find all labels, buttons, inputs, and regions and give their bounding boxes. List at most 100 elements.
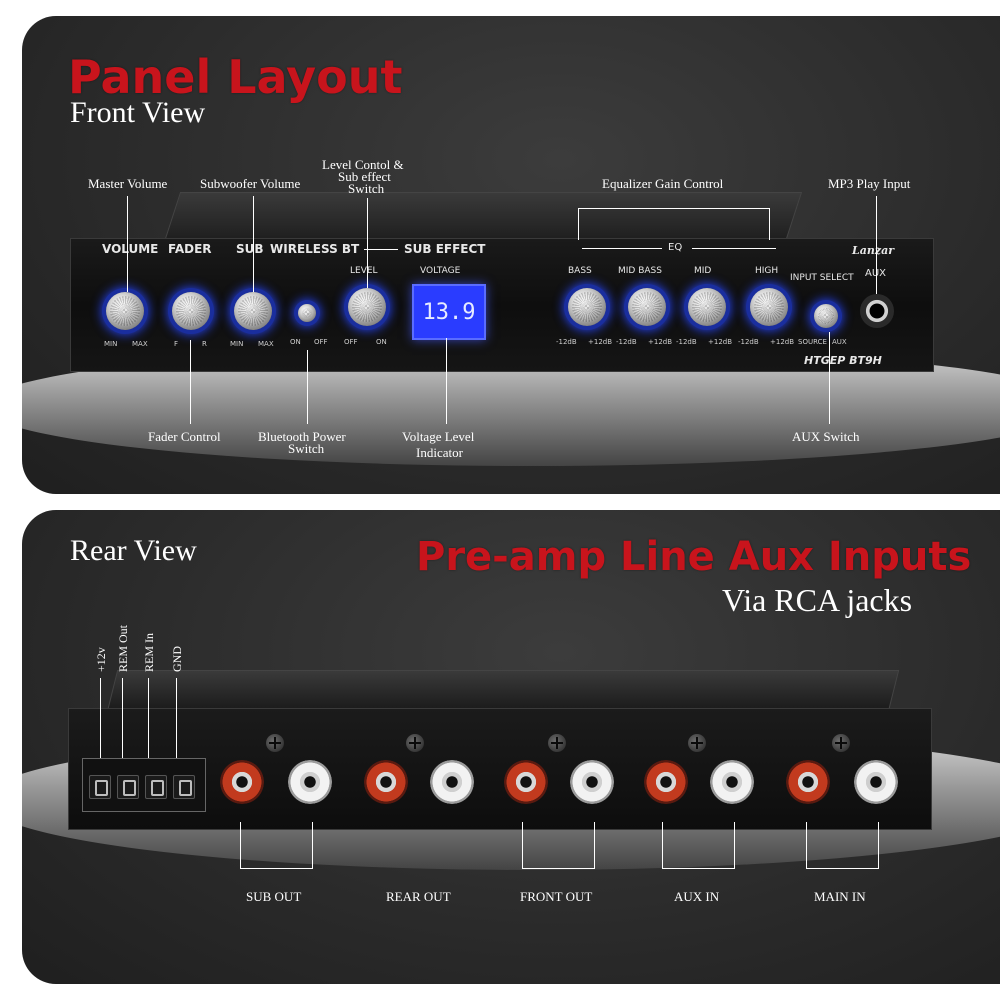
screw-2 (406, 734, 424, 752)
terminal-label-rem-out: REM Out (116, 624, 130, 672)
eq-rule-left (582, 248, 662, 249)
sub-effect-rule (364, 249, 398, 250)
fader-knob[interactable] (172, 292, 210, 330)
tiny-bass-plus: +12dB (588, 338, 613, 346)
panel-label-level: LEVEL (350, 266, 378, 276)
tiny-off-2: OFF (344, 338, 358, 346)
level-knob[interactable] (348, 288, 386, 326)
tiny-min-2: MIN (230, 340, 244, 348)
sub-out-left-jack[interactable] (220, 760, 264, 804)
bracket-sub-out-right (312, 822, 313, 868)
tiny-off-1: OFF (314, 338, 328, 346)
model-name: HTGEP BT9H (804, 354, 882, 367)
bracket-main-in-bottom (806, 868, 879, 869)
panel-label-sub-effect: SUB EFFECT (404, 242, 486, 256)
mid-bass-knob[interactable] (628, 288, 666, 326)
tiny-high-minus: -12dB (738, 338, 759, 346)
tiny-f: F (174, 340, 179, 348)
main-in-left-jack[interactable] (786, 760, 830, 804)
callout-level-control-2: Sub effect (338, 169, 391, 184)
input-select-knob[interactable] (814, 304, 838, 328)
rear-out-left-jack[interactable] (364, 760, 408, 804)
main-in-right-jack[interactable] (854, 760, 898, 804)
front-view-card: Panel Layout Front View VOLUME FADER SUB… (22, 16, 1000, 494)
bracket-aux-in-left (662, 822, 663, 868)
front-title: Panel Layout (68, 50, 403, 104)
terminal-leader-3 (148, 678, 149, 760)
tiny-high-plus: +12dB (770, 338, 795, 346)
group-label-sub-out: SUB OUT (246, 889, 302, 904)
front-subtitle: Front View (70, 96, 206, 129)
rear-out-right-jack[interactable] (430, 760, 474, 804)
callout-eq-gain: Equalizer Gain Control (602, 176, 724, 191)
screw-5 (832, 734, 850, 752)
bracket-front-out-right (594, 822, 595, 868)
tiny-on-1: ON (290, 338, 301, 346)
mid-knob[interactable] (688, 288, 726, 326)
aux-in-right-jack[interactable] (710, 760, 754, 804)
rear-title: Rear View (70, 534, 197, 567)
rear-headline-2: Via RCA jacks (722, 582, 913, 618)
leader-subwoofer-volume (253, 196, 254, 292)
leader-bt-power (307, 350, 308, 424)
panel-label-aux: AUX (865, 268, 886, 279)
bracket-sub-out-bottom (240, 868, 313, 869)
panel-label-bass: BASS (568, 266, 592, 276)
tiny-source: SOURCE (798, 338, 827, 346)
bracket-aux-in-bottom (662, 868, 735, 869)
callout-bt-power: Bluetooth Power (258, 429, 346, 444)
aux-jack[interactable] (860, 294, 894, 328)
rear-device-top (106, 670, 900, 712)
tiny-aux: AUX (832, 338, 847, 346)
high-knob[interactable] (750, 288, 788, 326)
bluetooth-power-switch[interactable] (298, 304, 316, 322)
bass-knob[interactable] (568, 288, 606, 326)
tiny-midbass-plus: +12dB (648, 338, 673, 346)
screw-1 (266, 734, 284, 752)
sub-out-right-jack[interactable] (288, 760, 332, 804)
terminal-leader-1 (100, 678, 101, 760)
group-label-aux-in: AUX IN (674, 889, 720, 904)
voltage-display: 13.9 (412, 284, 486, 340)
subwoofer-volume-knob[interactable] (234, 292, 272, 330)
bracket-main-in-left (806, 822, 807, 868)
eq-bracket-top (578, 208, 770, 209)
bracket-main-in-right (878, 822, 879, 868)
terminal-12v[interactable] (89, 775, 111, 799)
screw-3 (548, 734, 566, 752)
eq-rule-right (692, 248, 776, 249)
callout-level-control-3: Switch (348, 181, 385, 196)
screw-4 (688, 734, 706, 752)
terminal-rem-in[interactable] (145, 775, 167, 799)
leader-mp3-input (876, 196, 877, 294)
callout-voltage-2: Indicator (416, 445, 463, 460)
panel-label-mid: MID (694, 266, 712, 276)
callout-bt-power-2: Switch (288, 441, 325, 456)
tiny-max-2: MAX (258, 340, 274, 348)
terminal-gnd[interactable] (173, 775, 195, 799)
terminal-label-12v: +12v (94, 647, 108, 672)
leader-aux-switch (829, 332, 830, 424)
tiny-r: R (202, 340, 207, 348)
panel-label-eq: EQ (668, 242, 683, 253)
front-device-top (163, 192, 803, 242)
tiny-max-1: MAX (132, 340, 148, 348)
rear-headline: Pre-amp Line Aux Inputs (416, 534, 972, 580)
group-label-main-in: MAIN IN (814, 889, 866, 904)
terminal-leader-2 (122, 678, 123, 760)
front-out-left-jack[interactable] (504, 760, 548, 804)
bracket-front-out-bottom (522, 868, 595, 869)
terminal-rem-out[interactable] (117, 775, 139, 799)
tiny-on-2: ON (376, 338, 387, 346)
power-terminal-block (82, 758, 206, 812)
bracket-aux-in-right (734, 822, 735, 868)
panel-label-voltage: VOLTAGE (420, 266, 461, 276)
front-device-panel (70, 238, 934, 372)
callout-mp3-input: MP3 Play Input (828, 176, 911, 191)
aux-in-left-jack[interactable] (644, 760, 688, 804)
front-out-right-jack[interactable] (570, 760, 614, 804)
master-volume-knob[interactable] (106, 292, 144, 330)
leader-voltage (446, 338, 447, 424)
group-label-front-out: FRONT OUT (520, 889, 593, 904)
callout-master-volume: Master Volume (88, 176, 168, 191)
